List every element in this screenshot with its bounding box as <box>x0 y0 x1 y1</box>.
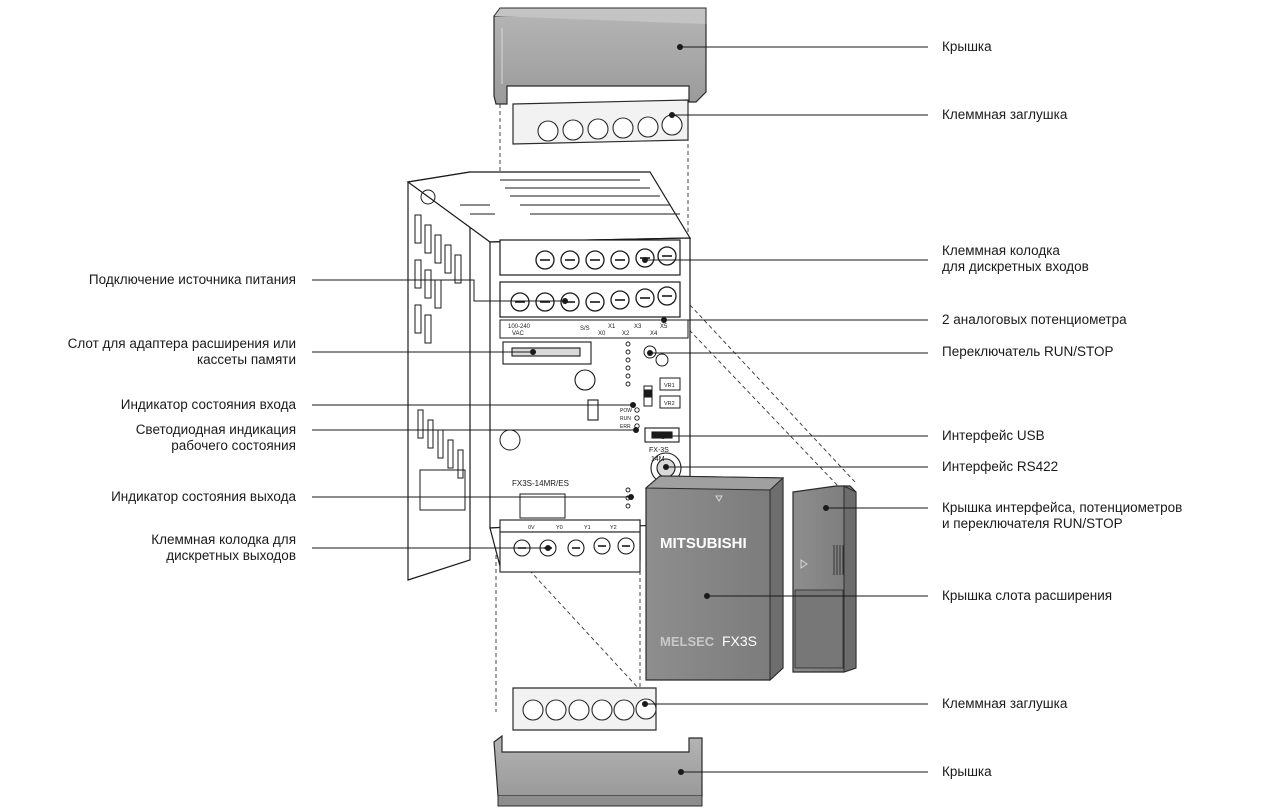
power-voltage-label: 100-240 <box>508 324 531 330</box>
top-cover <box>494 8 706 104</box>
label-analog-pots: 2 аналоговых потенциометра <box>942 312 1127 328</box>
input-terminal-label: S/S <box>580 326 590 332</box>
input-terminal-label: X5 <box>660 324 668 330</box>
label-expansion-slot: Слот для адаптера расширения или кассеты… <box>68 336 296 368</box>
label-rs422-interface: Интерфейс RS422 <box>942 459 1058 475</box>
label-input-terminal-block: Клеммная колодка для дискретных входов <box>942 243 1089 275</box>
label-led-indication-line1: Светодиодная индикация <box>136 422 296 438</box>
run-stop-switch <box>644 386 652 406</box>
label-input-terminal-block-line2: для дискретных входов <box>942 259 1089 275</box>
label-cover-bottom: Крышка <box>942 764 992 780</box>
output-terminal-label: Y1 <box>584 525 591 531</box>
input-terminal-label: X3 <box>634 324 642 330</box>
label-led-indication: Светодиодная индикация рабочего состояни… <box>136 422 296 454</box>
output-terminal-label: Y2 <box>610 525 617 531</box>
top-terminal-cap <box>513 100 688 144</box>
label-terminal-cap-bottom: Клеммная заглушка <box>942 696 1067 712</box>
label-input-indicator: Индикатор состояния входа <box>121 397 296 413</box>
label-output-terminal-block-line1: Клеммная колодка для <box>151 532 296 548</box>
input-terminal-labels: 100-240 VAC S/S X0 X1 X2 X3 X4 X5 <box>500 320 688 338</box>
label-output-terminal-block: Клеммная колодка для дискретных выходов <box>151 532 296 564</box>
input-terminal-label: X2 <box>622 331 630 337</box>
output-terminal-label: Y0 <box>556 525 563 531</box>
interface-cover <box>793 486 856 672</box>
series-logo: MELSEC <box>660 634 715 649</box>
side-model-label: FX-3S <box>649 447 669 454</box>
output-terminal-label: 0V <box>528 525 535 531</box>
brand-logo: MITSUBISHI <box>660 535 747 552</box>
input-terminal-label: X1 <box>608 324 616 330</box>
label-expansion-slot-cover: Крышка слота расширения <box>942 588 1112 604</box>
label-run-stop-switch: Переключатель RUN/STOP <box>942 344 1114 360</box>
label-expansion-slot-line1: Слот для адаптера расширения или <box>68 336 296 352</box>
label-power-connection: Подключение источника питания <box>89 272 296 288</box>
pot-vr1-label: VR1 <box>664 383 675 389</box>
series-model-logo: FX3S <box>722 633 757 649</box>
led-run-label: RUN <box>620 416 631 422</box>
label-cover-top: Крышка <box>942 39 992 55</box>
label-expansion-slot-line2: кассеты памяти <box>68 352 296 368</box>
led-pow-label: POW <box>620 408 632 414</box>
label-terminal-cap-top: Клеммная заглушка <box>942 107 1067 123</box>
pot-vr2-label: VR2 <box>664 401 675 407</box>
side-model-label-2: 14M <box>651 456 665 463</box>
label-output-indicator: Индикатор состояния выхода <box>111 489 296 505</box>
expansion-slot-cover: MITSUBISHI MELSEC FX3S <box>646 476 783 680</box>
led-err-label: ERR <box>620 424 631 430</box>
label-interface-cover-line2: и переключателя RUN/STOP <box>942 516 1182 532</box>
label-usb-interface: Интерфейс USB <box>942 428 1045 444</box>
power-unit-label: VAC <box>512 331 525 337</box>
label-input-terminal-block-line1: Клеммная колодка <box>942 243 1089 259</box>
model-plate: FX3S-14MR/ES <box>512 479 569 488</box>
bottom-terminal-cap <box>513 688 656 730</box>
input-terminal-label: X0 <box>598 331 606 337</box>
label-interface-cover: Крышка интерфейса, потенциометров и пере… <box>942 500 1182 532</box>
label-interface-cover-line1: Крышка интерфейса, потенциометров <box>942 500 1182 516</box>
label-output-terminal-block-line2: дискретных выходов <box>151 548 296 564</box>
label-led-indication-line2: рабочего состояния <box>136 438 296 454</box>
output-terminal-block <box>500 520 640 572</box>
input-terminal-label: X4 <box>650 331 658 337</box>
bottom-cover <box>494 736 702 806</box>
